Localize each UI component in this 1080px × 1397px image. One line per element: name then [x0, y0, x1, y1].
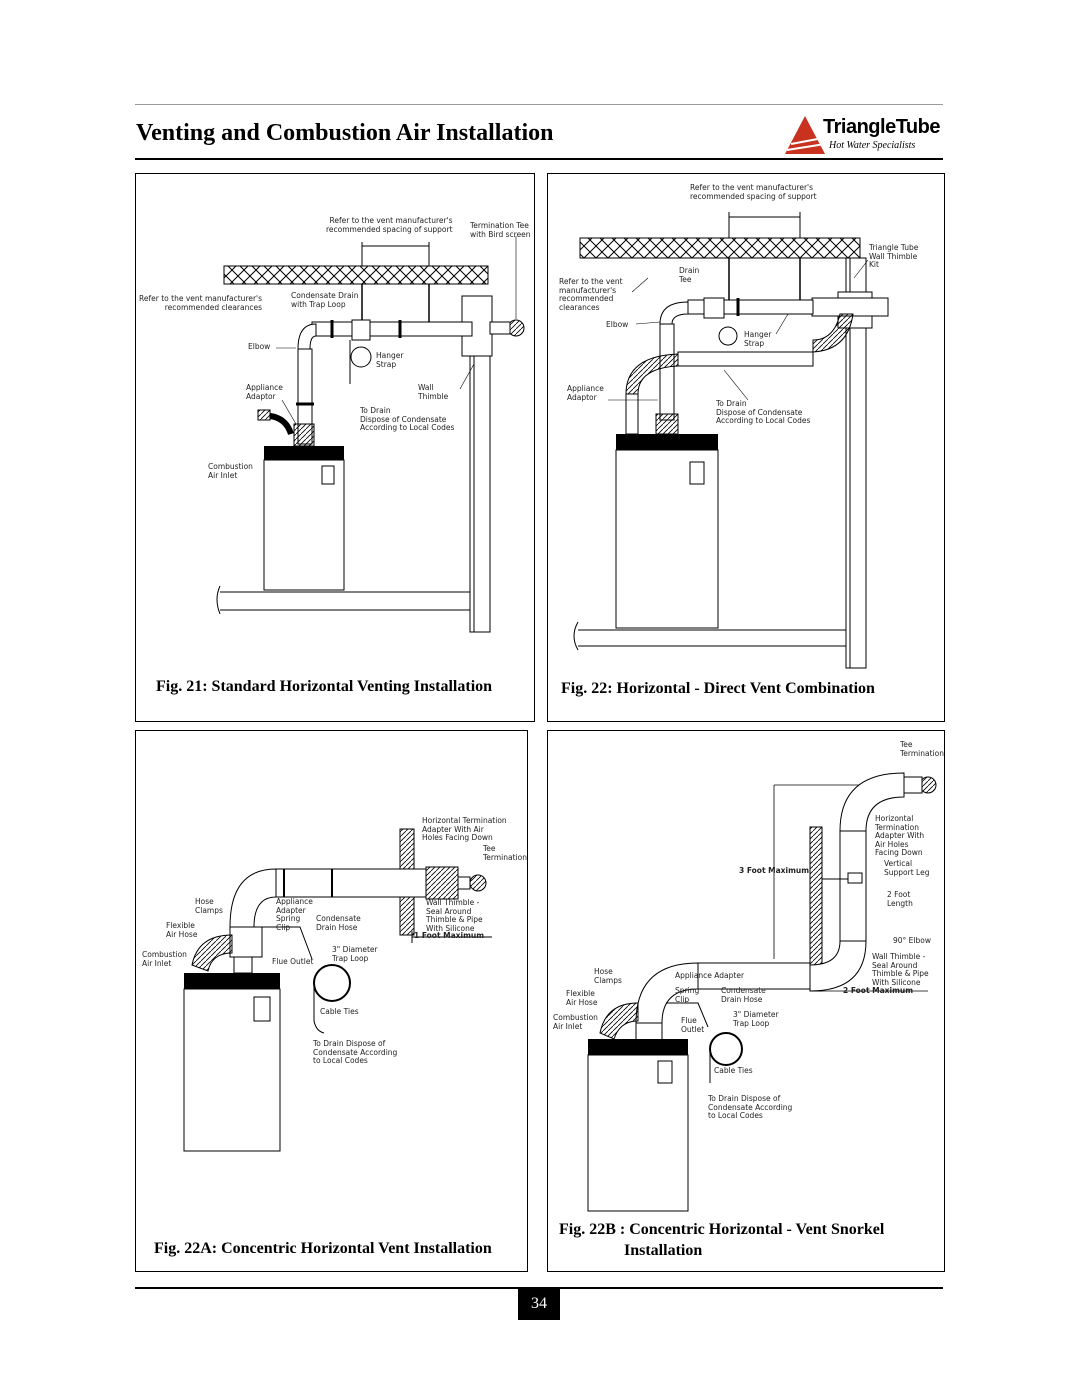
figure-21-panel: Refer to the vent manufacturer's recomme… — [135, 173, 535, 722]
figure-22-panel: Refer to the vent manufacturer's recomme… — [547, 173, 945, 722]
fig22b-spring-clip-label: Spring Clip — [675, 986, 700, 1004]
fig22a-trap-label: 3" Diameter Trap Loop — [332, 945, 378, 963]
fig21-drain-label: To Drain Dispose of Condensate According… — [360, 406, 455, 432]
fig22b-drain-label: To Drain Dispose of Condensate According… — [708, 1094, 793, 1120]
fig21-hanger-label: Hanger Strap — [376, 351, 404, 369]
fig21-elbow-label: Elbow — [248, 342, 271, 351]
fig22b-vertical-label: Vertical Support Leg — [884, 859, 930, 877]
fig22a-wall-thimble-label: Wall Thimble - Seal Around Thimble & Pip… — [426, 898, 483, 933]
page-number: 34 — [518, 1288, 560, 1320]
fig22a-appliance-adapter-label: Appliance Adapter — [276, 897, 313, 915]
fig21-combustion-label: Combustion Air Inlet — [208, 462, 253, 480]
fig21-thimble-label: Wall Thimble — [418, 383, 449, 401]
fig21-support-label: Refer to the vent manufacturer's recomme… — [326, 216, 453, 234]
fig22b-appliance-adapter-label: Appliance Adapter — [675, 971, 745, 980]
fig22b-elbow90-label: 90° Elbow — [893, 936, 931, 945]
fig22b-trap-label: 3" Diameter Trap Loop — [733, 1010, 779, 1028]
fig22b-flue-label: Flue Outlet — [681, 1016, 705, 1034]
fig22a-spring-clip-label: Spring Clip — [276, 914, 301, 932]
fig21-adaptor-label: Appliance Adaptor — [246, 383, 283, 401]
fig22b-caption-line1: Fig. 22B : Concentric Horizontal - Vent … — [559, 1221, 885, 1238]
fig22b-cable-label: Cable Ties — [714, 1066, 753, 1075]
fig22-support-label: Refer to the vent manufacturer's recomme… — [690, 183, 817, 201]
fig22-caption: Fig. 22: Horizontal - Direct Vent Combin… — [561, 680, 875, 697]
logo-tagline: Hot Water Specialists — [829, 140, 916, 151]
fig22b-two-foot-len-label: 2 Foot Length — [887, 890, 913, 908]
fig22a-hose-clamps-label: Hose Clamps — [195, 897, 223, 915]
fig22a-caption: Fig. 22A: Concentric Horizontal Vent Ins… — [154, 1240, 492, 1257]
fig22-clearances-label: Refer to the vent manufacturer's recomme… — [559, 277, 623, 312]
fig22a-cable-label: Cable Ties — [320, 1007, 359, 1016]
triangle-tube-logo: TriangleTube Hot Water Specialists — [783, 114, 940, 156]
fig21-condensate-label: Condensate Drain with Trap Loop — [291, 291, 359, 309]
figure-22-diagram — [573, 212, 889, 669]
fig22b-hose-clamps-label: Hose Clamps — [594, 967, 622, 985]
fig22-hanger-label: Hanger Strap — [744, 330, 772, 348]
fig22a-flue-label: Flue Outlet — [272, 957, 314, 966]
figure-22a-diagram — [183, 828, 492, 1152]
triangle-logo-icon — [785, 116, 826, 154]
fig22b-tee-label: Tee Termination — [900, 740, 944, 758]
fig22-drain-label: To Drain Dispose of Condensate According… — [716, 399, 811, 425]
logo-brand-text: TriangleTube — [823, 116, 940, 138]
fig22a-combustion-label: Combustion Air Inlet — [142, 950, 187, 968]
fig22b-horizontal-term-label: Horizontal Termination Adapter With Air … — [875, 814, 925, 857]
top-rule — [135, 104, 943, 105]
fig22b-condensate-hose-label: Condensate Drain Hose — [721, 986, 766, 1004]
fig22a-condensate-hose-label: Condensate Drain Hose — [316, 914, 361, 932]
fig22a-flexible-label: Flexible Air Hose — [166, 921, 198, 939]
figure-22b-panel: Tee Termination Horizontal Termination A… — [547, 730, 945, 1272]
fig22b-two-foot-max-label: 2 Foot Maximum — [843, 986, 914, 995]
fig22a-tee-label: Tee Termination — [483, 844, 527, 862]
figure-21-diagram — [216, 236, 525, 633]
fig21-termination-label: Termination Tee with Bird screen — [470, 221, 531, 239]
fig22b-combustion-label: Combustion Air Inlet — [553, 1013, 598, 1031]
fig22b-caption-line2: Installation — [624, 1242, 703, 1259]
fig21-clearances-label: Refer to the vent manufacturer's recomme… — [139, 294, 262, 312]
fig22-adaptor-label: Appliance Adaptor — [567, 384, 604, 402]
fig21-caption: Fig. 21: Standard Horizontal Venting Ins… — [156, 678, 493, 695]
fig22b-flexible-label: Flexible Air Hose — [566, 989, 598, 1007]
fig22-thimble-kit-label: Triangle Tube Wall Thimble Kit — [869, 243, 919, 269]
title-rule — [135, 158, 943, 160]
fig22a-drain-label: To Drain Dispose of Condensate According… — [313, 1039, 398, 1065]
fig22a-horizontal-term-label: Horizontal Termination Adapter With Air … — [422, 816, 507, 842]
page-title: Venting and Combustion Air Installation — [136, 120, 554, 146]
figure-22a-panel: Horizontal Termination Adapter With Air … — [135, 730, 528, 1272]
figure-22b-diagram — [587, 772, 937, 1212]
fig22-drain-tee-label: Drain Tee — [679, 266, 700, 284]
fig22a-one-foot-label: 1 Foot Maximum — [414, 931, 485, 940]
fig22b-wall-thimble-label: Wall Thimble - Seal Around Thimble & Pip… — [872, 952, 929, 987]
fig22-elbow-label: Elbow — [606, 320, 629, 329]
fig22b-three-foot-label: 3 Foot Maximum — [739, 866, 810, 875]
